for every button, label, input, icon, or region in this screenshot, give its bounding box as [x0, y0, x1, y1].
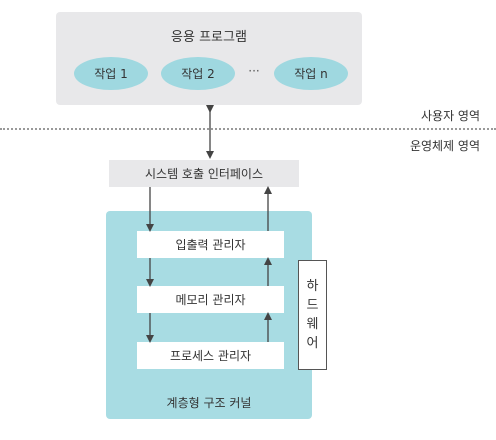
hardware-char-2: 드: [306, 298, 319, 313]
system-call-interface-box: 시스템 호출 인터페이스: [109, 160, 299, 187]
os-area-label: 운영체제 영역: [409, 139, 480, 153]
area-divider-line: [0, 128, 496, 130]
task-2-oval: 작업 2: [161, 57, 235, 90]
hardware-char-1: 하: [306, 279, 319, 294]
hardware-box: 하 드 웨 어: [298, 260, 327, 370]
task-n-oval: 작업 n: [274, 57, 348, 90]
task-1-oval: 작업 1: [74, 57, 148, 90]
kernel-label: 계층형 구조 커널: [166, 396, 252, 410]
hardware-char-3: 웨: [306, 317, 319, 332]
task-ellipsis: ···: [248, 64, 260, 78]
hardware-char-4: 어: [306, 336, 319, 351]
application-title: 응용 프로그램: [171, 30, 247, 45]
process-manager-box: 프로세스 관리자: [137, 342, 284, 369]
user-area-label: 사용자 영역: [420, 109, 480, 123]
io-manager-box: 입출력 관리자: [137, 231, 284, 258]
memory-manager-box: 메모리 관리자: [137, 286, 284, 313]
